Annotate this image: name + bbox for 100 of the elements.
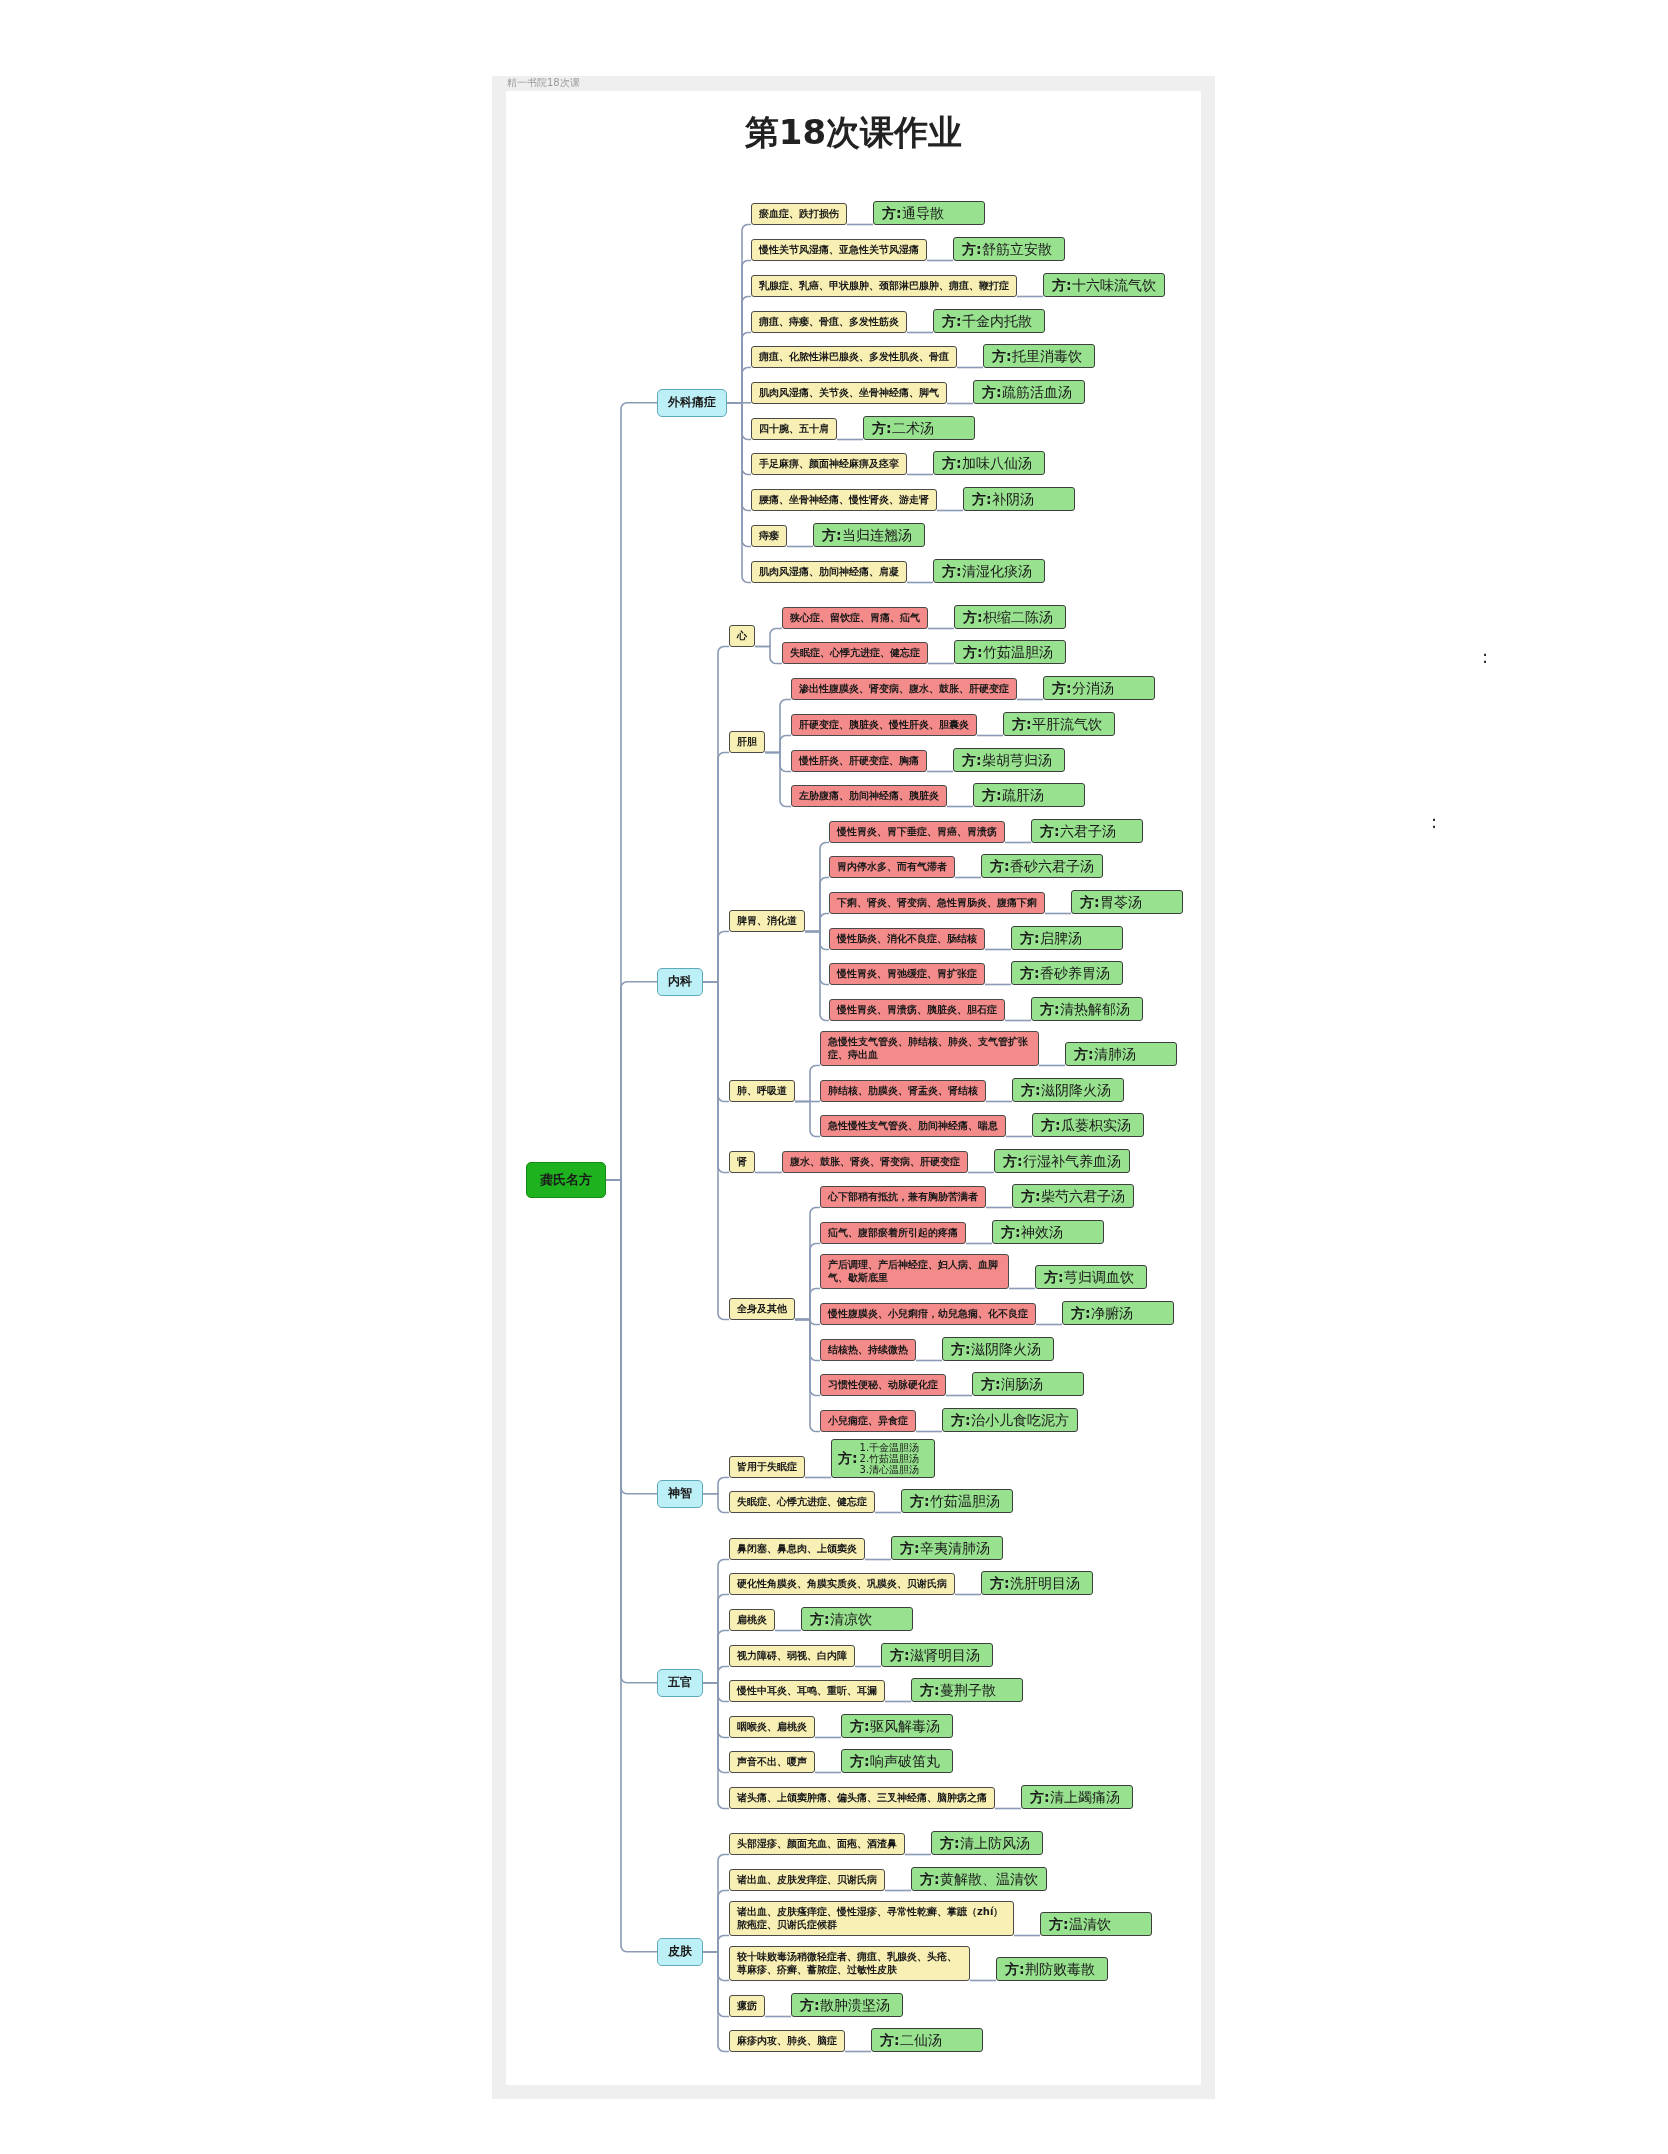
connector-line: [794, 1318, 821, 1433]
connector-line: [854, 1665, 882, 1668]
connector-line: [954, 876, 982, 879]
indication-topic: 硬化性角膜炎、角膜实质炎、巩膜炎、贝谢氏病: [729, 1573, 955, 1595]
formula-topic: 方:清湿化痰汤: [933, 559, 1045, 584]
connector-line: [1004, 841, 1032, 844]
indication-topic: 痔瘘: [751, 525, 787, 547]
indication-topic: 慢性胃炎、胃弛缓症、胃扩张症: [829, 963, 985, 985]
indication-topic: 左胁腹痛、肋间神经痛、胰脏炎: [791, 785, 947, 807]
formula-topic: 方:枳缩二陈汤: [954, 605, 1066, 630]
connector-line: [985, 1100, 1013, 1103]
category-topic: 皮肤: [657, 1938, 703, 1966]
indication-topic: 失眠症、心悸亢进症、健忘症: [782, 642, 928, 664]
connector-line: [985, 1206, 1013, 1209]
indication-topic: 慢性肝炎、肝硬变症、胸痛: [791, 750, 927, 772]
category-topic: 外科痛症: [657, 389, 727, 417]
indication-topic: 结核热、持续微热: [820, 1339, 916, 1361]
indication-topic: 失眠症、心悸亢进症、健忘症: [729, 1491, 875, 1513]
connector-line: [702, 1493, 730, 1514]
connector-line: [915, 1359, 943, 1362]
connector-line: [927, 662, 955, 665]
connector-line: [976, 734, 1004, 737]
indication-topic: 扁桃炎: [729, 1609, 775, 1631]
connector-line: [702, 1682, 730, 1810]
indication-topic: 慢性肠炎、消化不良症、肠结核: [829, 928, 985, 950]
formula-topic: 方:疏肝汤: [973, 783, 1085, 808]
connector-line: [926, 259, 954, 262]
formula-topic: 方:分消汤: [1043, 676, 1155, 701]
formula-topic: 方:胃苓汤: [1071, 890, 1183, 915]
connector-line: [754, 1171, 783, 1174]
formula-topic: 方:当归连翘汤: [813, 523, 925, 548]
connector-line: [994, 1807, 1022, 1810]
formula-topic: 方:滋肾明目汤: [881, 1643, 993, 1668]
formula-topic: 方:滋阴降火汤: [942, 1337, 1054, 1362]
connector-line: [786, 545, 814, 548]
indication-topic: 声音不出、嗄声: [729, 1751, 815, 1773]
connector-line: [774, 1629, 802, 1632]
connector-line: [906, 473, 934, 476]
indication-topic: 慢性胃炎、胃下垂症、胃癌、胃溃疡: [829, 821, 1005, 843]
indication-topic: 手足麻痹、颜面神经麻痹及痉挛: [751, 453, 907, 475]
formula-topic: 方:润肠汤: [972, 1372, 1084, 1397]
formula-topic: 方:通导散: [873, 201, 985, 226]
formula-topic: 方:舒筋立安散: [953, 237, 1065, 262]
indication-topic: 小兒痫症、异食症: [820, 1410, 916, 1432]
formula-topic: 方:香砂养胃汤: [1011, 961, 1123, 986]
indication-topic: 头部湿疹、颜面充血、面疱、酒渣鼻: [729, 1833, 905, 1855]
subcategory-topic: 心: [729, 625, 755, 647]
root-topic: 龚氏名方: [526, 1161, 606, 1199]
category-topic: 神智: [657, 1480, 703, 1508]
indication-topic: 慢性腹膜炎、小兒痢疳，幼兒急痫、化不良症: [820, 1303, 1036, 1325]
colon-text: :: [1431, 811, 1438, 833]
connector-line: [764, 2015, 792, 2018]
connector-line: [1005, 1135, 1033, 1138]
connector-line: [1035, 1323, 1063, 1326]
category-topic: 内科: [657, 968, 703, 996]
indication-topic: 瘀血症、跌打损伤: [751, 203, 847, 225]
indication-topic: 腰痛、坐骨神经痛、慢性肾炎、游走肾: [751, 489, 937, 511]
indication-topic: 诸出血、皮肤瘙痒症、慢性湿疹、寻常性乾癣、掌蹠（zhí）脓疱症、贝谢氏症候群: [729, 1900, 1014, 1936]
formula-topic: 方:净腑汤: [1062, 1301, 1174, 1326]
indication-topic: 乳腺症、乳癌、甲状腺肿、颈部淋巴腺肿、痈疽、鞭打症: [751, 275, 1017, 297]
connector-line: [954, 1593, 982, 1596]
formula-topic: 方:洗肝明目汤: [981, 1571, 1093, 1596]
formula-topic: 方:响声破笛丸: [841, 1749, 953, 1774]
connector-line: [984, 948, 1012, 951]
indication-topic: 产后调理、产后神经症、妇人病、血脚气、歇斯底里: [820, 1253, 1009, 1289]
indication-topic: 肝硬变症、胰脏炎、慢性肝炎、胆囊炎: [791, 714, 977, 736]
connector-line: [726, 402, 752, 584]
indication-topic: 皆用于失眠症: [729, 1456, 805, 1478]
formula-topic: 方:疏筋活血汤: [973, 380, 1085, 405]
indication-topic: 四十腕、五十肩: [751, 418, 837, 440]
subcategory-topic: 脾胃、消化道: [729, 910, 805, 932]
indication-topic: 痈疽、痔瘘、骨疽、多发性筋炎: [751, 311, 907, 333]
indication-topic: 急慢性支气管炎、肺结核、肺炎、支气管扩张症、痔出血: [820, 1030, 1039, 1066]
indication-topic: 较十味败毒汤稍微轻症者、痈疽、乳腺炎、头疮、荨麻疹、疥癣、蓄脓症、过敏性皮肤: [729, 1945, 970, 1981]
connector-line: [864, 1558, 892, 1561]
indication-topic: 鼻闭塞、鼻息肉、上颌窦炎: [729, 1538, 865, 1560]
connector-line: [969, 1979, 997, 1982]
connector-line: [844, 2050, 872, 2053]
formula-topic: 方:神效汤: [992, 1220, 1104, 1245]
indication-topic: 肌肉风湿痛、关节炎、坐骨神经痛、脚气: [751, 382, 947, 404]
formula-topic: 方:竹茹温胆汤: [901, 1489, 1013, 1514]
indication-topic: 急性慢性支气管炎、肋间神经痛、喘息: [820, 1115, 1006, 1137]
indication-topic: 诸头痛、上颌窦肿痛、偏头痛、三叉神经痛、脑肿疡之痛: [729, 1787, 995, 1809]
connector-line: [1044, 912, 1072, 915]
formula-topic: 方:竹茹温胆汤: [954, 640, 1066, 665]
connector-line: [794, 1100, 821, 1138]
connector-line: [967, 1171, 995, 1174]
formula-topic: 方:二术汤: [863, 416, 975, 441]
connector-line: [754, 645, 783, 665]
formula-topic: 方:柴芍六君子汤: [1012, 1184, 1134, 1209]
indication-topic: 胃内停水多、而有气滞者: [829, 856, 955, 878]
connector-line: [915, 1430, 943, 1433]
formula-topic: 方:芎归调血饮: [1035, 1265, 1147, 1290]
formula-topic: 方:辛夷清肺汤: [891, 1536, 1003, 1561]
formula-topic: 方:散肿溃坚汤: [791, 1993, 903, 2018]
connector-line: [926, 770, 954, 773]
connector-line: [814, 1736, 842, 1739]
indication-topic: 瘰疬: [729, 1995, 765, 2017]
indication-topic: 渗出性腹膜炎、肾变病、腹水、鼓胀、肝硬变症: [791, 678, 1017, 700]
formula-topic: 方:柴胡芎归汤: [953, 748, 1065, 773]
